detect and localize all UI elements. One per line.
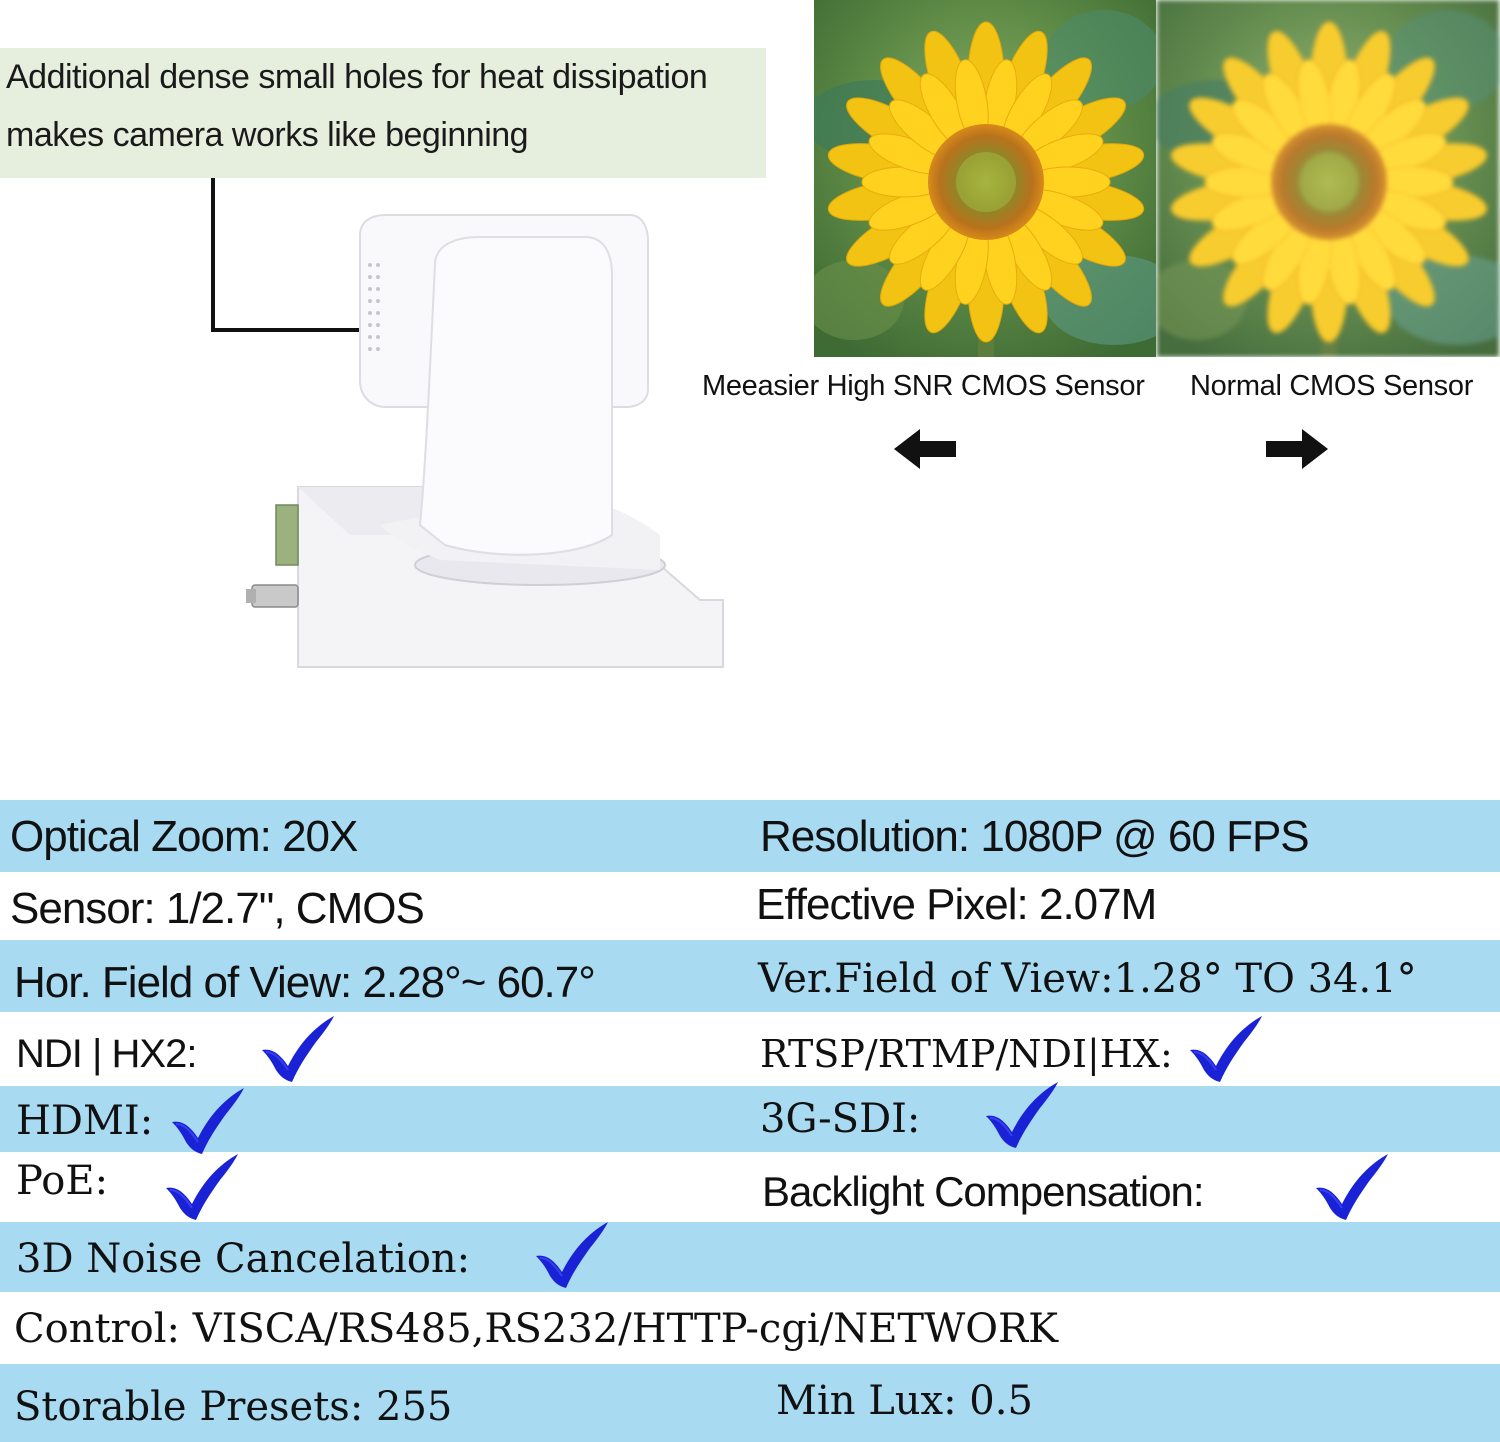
spec-optical-zoom: Optical Zoom: 20X [10,812,358,861]
checkmark-icon [258,1014,338,1084]
spec-row-2: Sensor: 1/2.7", CMOS Effective Pixel: 2.… [0,872,1500,940]
spec-row-8: Control: VISCA/RS485,RS232/HTTP-cgi/NETW… [0,1292,1500,1364]
spec-min-lux: Min Lux: 0.5 [776,1378,1033,1424]
label-high-snr-sensor: Meeasier High SNR CMOS Sensor [702,370,1145,402]
spec-control: Control: VISCA/RS485,RS232/HTTP-cgi/NETW… [14,1306,1058,1352]
spec-row-9: Storable Presets: 255 Min Lux: 0.5 [0,1364,1500,1442]
spec-hdmi: HDMI: [16,1098,154,1144]
spec-row-4: NDI | HX2: RTSP/RTMP/NDI|HX: [0,1012,1500,1086]
arrow-right-icon [1266,429,1328,469]
checkmark-icon [1186,1014,1266,1084]
callout-line-2: makes camera works like beginning [6,116,529,154]
checkmark-icon [1312,1152,1392,1222]
spec-row-7: 3D Noise Cancelation: [0,1222,1500,1292]
sunflower-photo-high-snr [814,0,1156,357]
spec-storable-presets: Storable Presets: 255 [14,1384,453,1430]
sunflower-photo-normal [1156,0,1500,357]
callout-line-1: Additional dense small holes for heat di… [6,58,708,96]
spec-effective-pixel: Effective Pixel: 2.07M [756,880,1157,929]
spec-3g-sdi: 3G-SDI: [760,1096,921,1142]
label-normal-sensor: Normal CMOS Sensor [1190,370,1474,402]
spec-backlight-compensation: Backlight Compensation: [762,1168,1205,1215]
checkmark-icon [982,1080,1062,1150]
callout-leader-horizontal [211,328,363,332]
spec-resolution: Resolution: 1080P @ 60 FPS [760,812,1310,861]
spec-row-1: Optical Zoom: 20X Resolution: 1080P @ 60… [0,800,1500,872]
checkmark-icon [162,1152,242,1222]
spec-3d-noise-cancelation: 3D Noise Cancelation: [16,1236,471,1282]
checkmark-icon [168,1086,248,1156]
spec-row-5: HDMI: 3G-SDI: [0,1086,1500,1152]
spec-row-6: PoE: Backlight Compensation: [0,1152,1500,1222]
checkmark-icon [532,1220,612,1290]
spec-row-3: Hor. Field of View: 2.28°~ 60.7° Ver.Fie… [0,940,1500,1012]
arrow-left-icon [894,429,956,469]
spec-ndi-hx2: NDI | HX2: [16,1032,197,1076]
ptz-camera-side-view [246,214,724,668]
spec-hor-fov: Hor. Field of View: 2.28°~ 60.7° [14,958,596,1007]
spec-sensor: Sensor: 1/2.7", CMOS [10,884,425,933]
spec-poe: PoE: [16,1158,109,1204]
spec-rtsp-rtmp-ndi: RTSP/RTMP/NDI|HX: [760,1032,1173,1076]
heat-dissipation-callout: Additional dense small holes for heat di… [0,48,766,178]
spec-ver-fov: Ver.Field of View:1.28° TO 34.1° [758,956,1417,1002]
callout-leader-vertical [211,178,215,332]
